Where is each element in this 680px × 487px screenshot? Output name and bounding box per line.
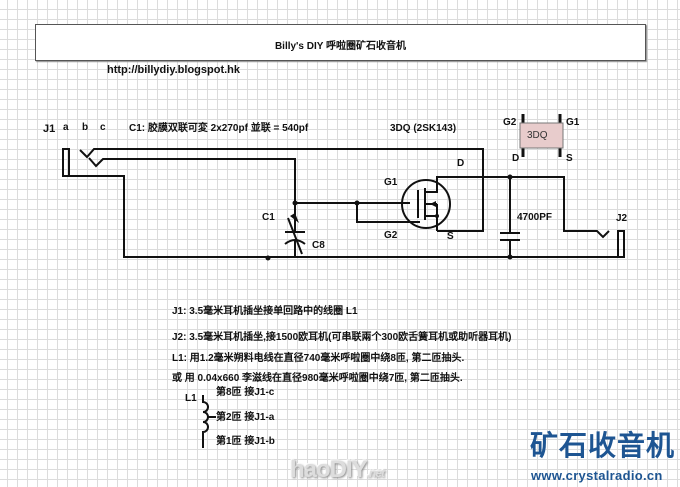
wire-g2 <box>356 203 420 223</box>
note-l1: L1: 用1.2毫米朔料电线在直径740毫米呼啦圈中绕8匝, 第二匝抽头. <box>172 353 465 364</box>
note-j2: J2: 3.5毫米耳机插坐,接1500欧耳机(可串联兩个300欧舌簧耳机或助听器… <box>172 332 512 343</box>
label-s: S <box>447 231 454 242</box>
wire-c-c1 <box>88 157 296 232</box>
label-j2: J2 <box>616 213 628 224</box>
blog-url[interactable]: http://billydiy.blogspot.hk <box>107 64 241 76</box>
coil-tap-8: 第8匝 接J1-c <box>216 387 275 398</box>
label-c1: C1 <box>262 212 275 223</box>
transistor-label: 3DQ (2SK143) <box>390 123 457 134</box>
label-4700pf: 4700PF <box>517 212 553 223</box>
label-g2: G2 <box>384 230 398 241</box>
wire-b-source <box>79 148 484 232</box>
logo-title: 矿石收音机 <box>530 430 676 461</box>
c1-plate-bottom <box>284 239 306 245</box>
package-g2: G2 <box>503 117 517 128</box>
package-3dq <box>519 122 564 149</box>
c1-variable-arrow <box>287 217 303 255</box>
coil-label: L1 <box>185 393 197 404</box>
package-g1: G1 <box>566 117 580 128</box>
label-g1: G1 <box>384 177 398 188</box>
label-c: c <box>100 122 106 133</box>
package-s: S <box>566 153 573 164</box>
title-box: Billy's DIY 呼啦圈矿石收音机 <box>35 24 646 61</box>
label-c8: C8 <box>312 240 325 251</box>
note-l1-alt: 或 用 0.04x660 李滋线在直径980毫米呼啦圈中绕7匝, 第二匝抽头. <box>172 373 463 384</box>
c1-note: C1: 胶膜双联可変 2x270pf 並联 = 540pf <box>129 123 309 134</box>
label-a: a <box>63 122 69 133</box>
note-j1: J1: 3.5毫米耳机插坐接单回路中的线圈 L1 <box>172 306 358 317</box>
package-name: 3DQ <box>527 130 548 141</box>
j2-jack <box>617 230 625 258</box>
coil-tap-1: 第1匝 接J1-b <box>216 436 275 447</box>
label-d: D <box>457 158 465 169</box>
wire-ground <box>69 175 618 258</box>
j1-jack <box>62 148 70 177</box>
coil-tap-2: 第2匝 接J1-a <box>216 412 275 423</box>
l1-coil <box>202 395 209 448</box>
wire-drain-j2 <box>436 176 610 239</box>
label-b: b <box>82 122 89 133</box>
transistor-symbol <box>401 179 451 229</box>
label-j1: J1 <box>43 123 56 135</box>
page-title: Billy's DIY 呼啦圈矿石收音机 <box>274 41 407 52</box>
package-d: D <box>512 153 520 164</box>
watermark: haoDIY.net <box>290 456 385 483</box>
logo-url[interactable]: www.crystalradio.cn <box>531 468 663 483</box>
